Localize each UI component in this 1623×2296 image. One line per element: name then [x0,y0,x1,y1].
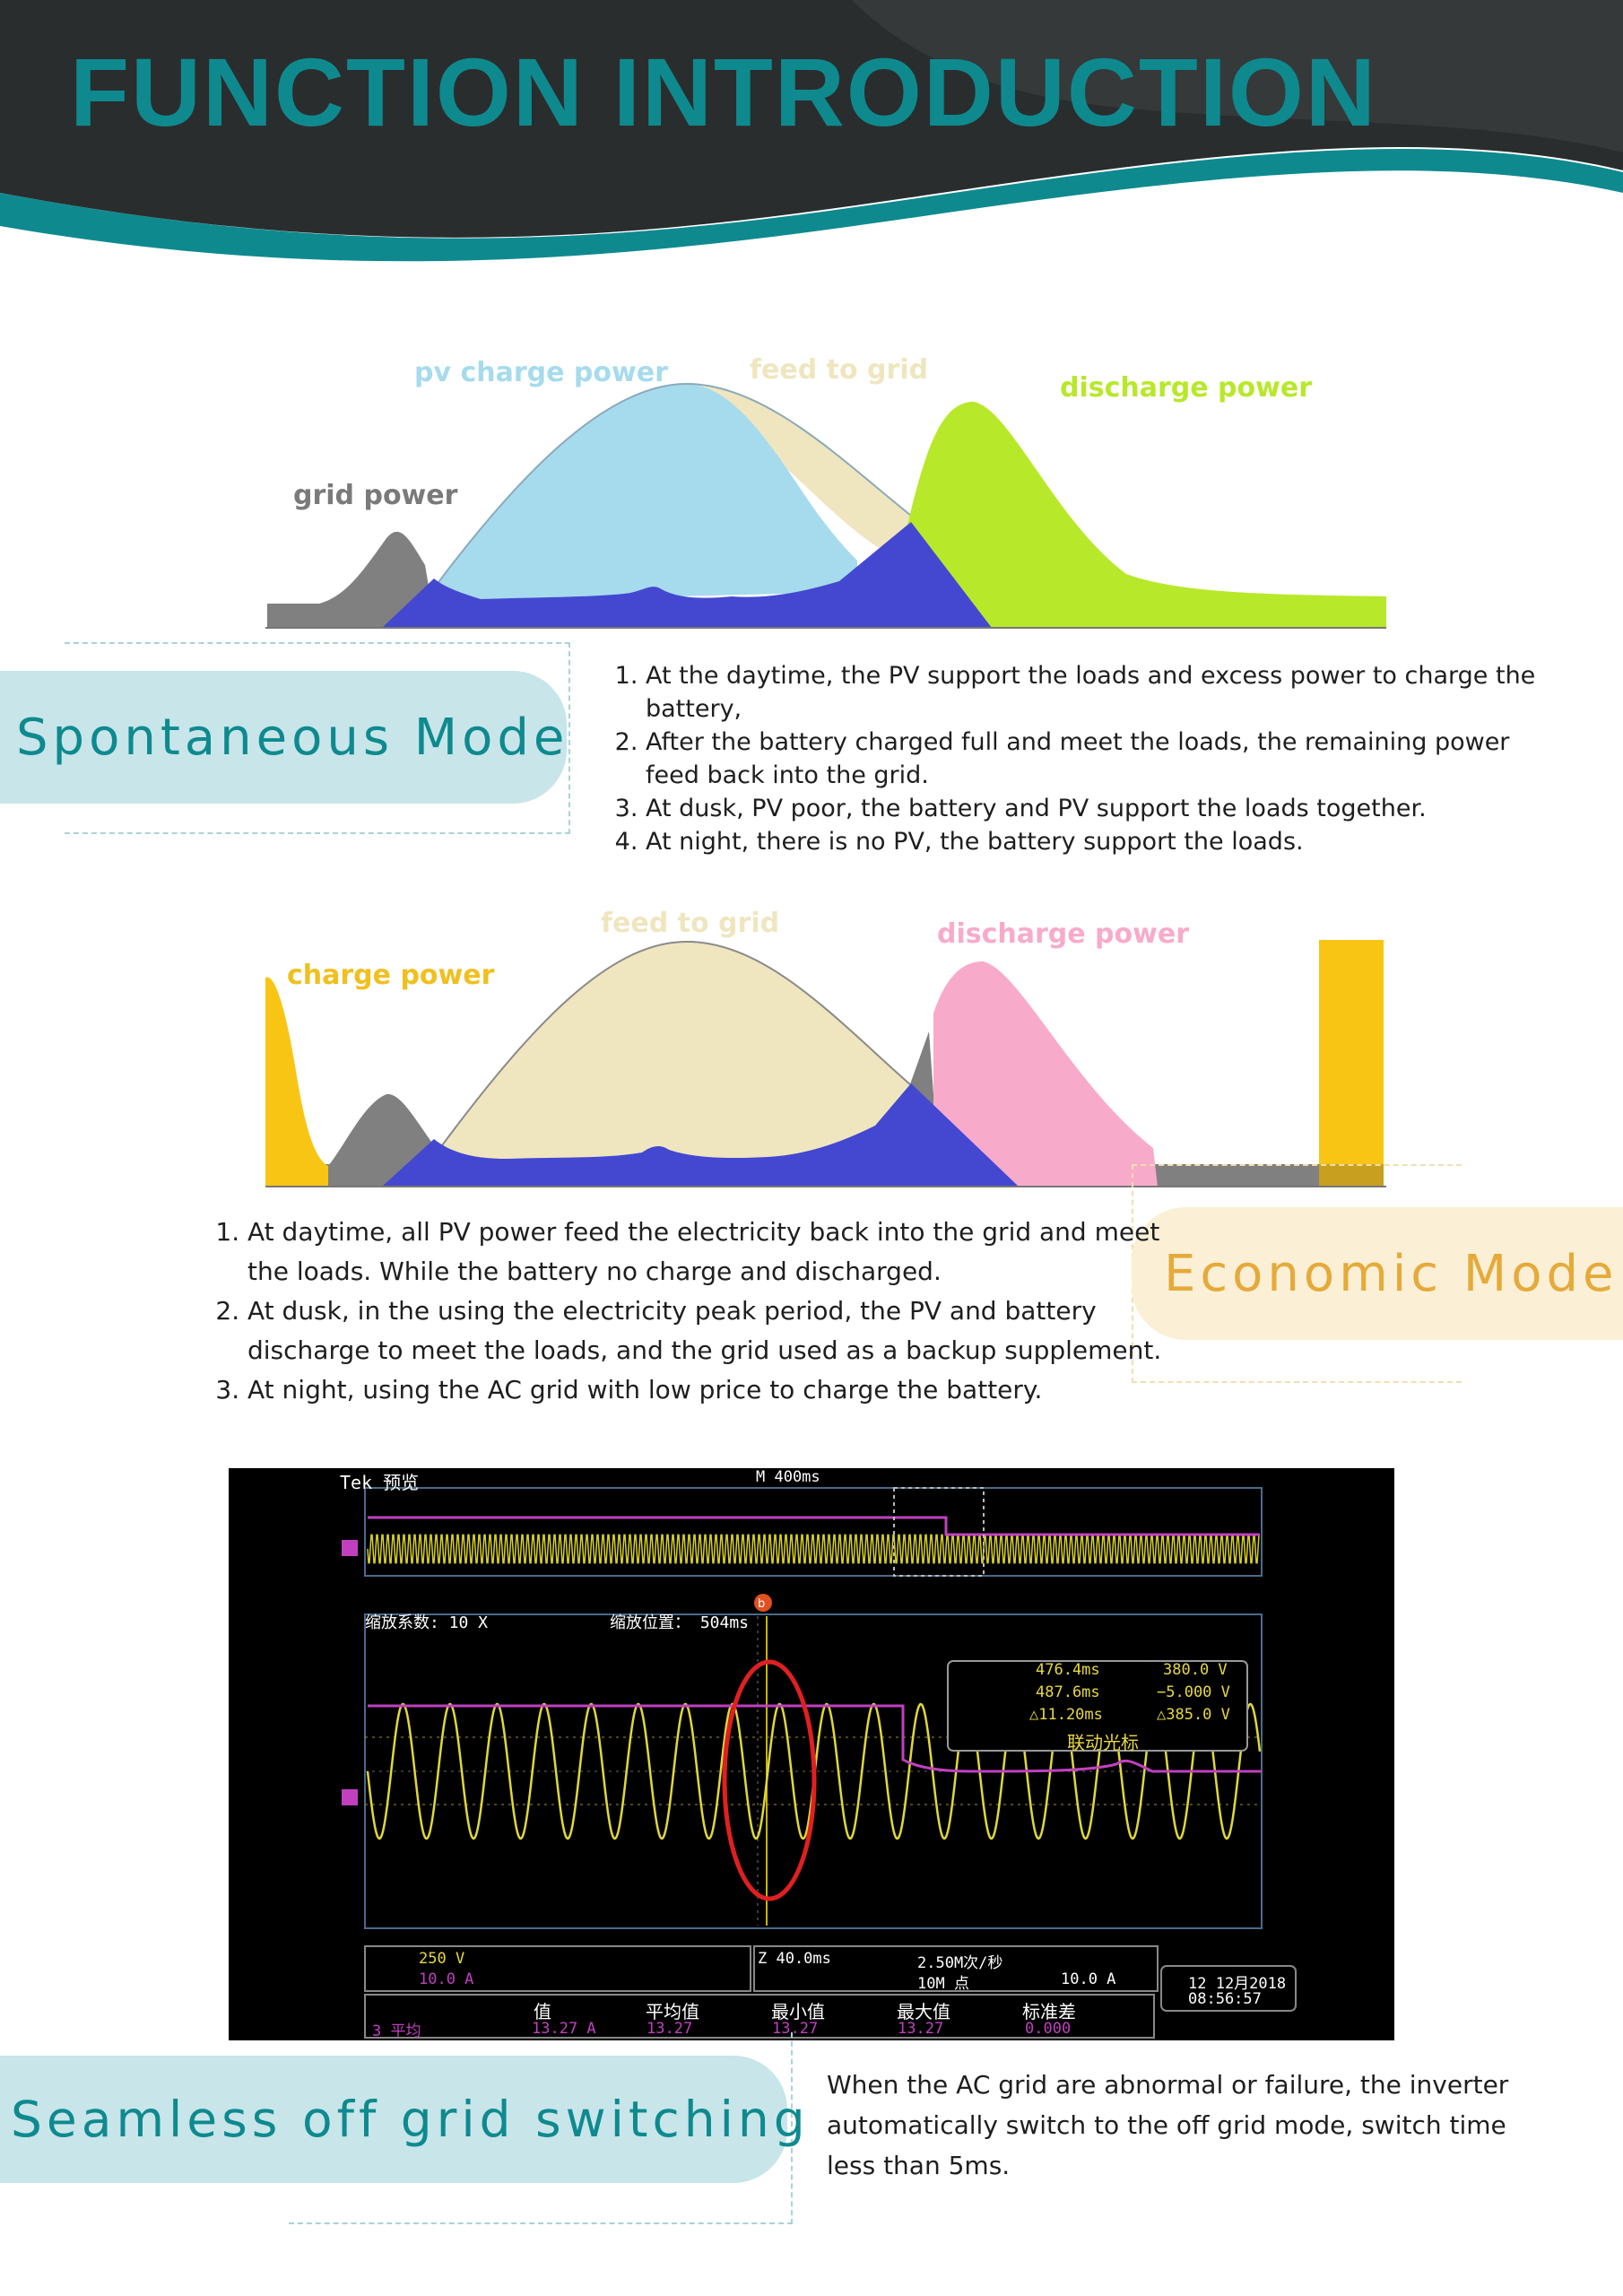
cursor-a-value: 380.0 V [1163,1661,1228,1679]
scope-brand: Tek 预览 [340,1472,420,1493]
page-title: FUNCTION INTRODUCTION [70,38,1377,146]
val-mean: 13.27 [647,2020,693,2038]
header-wave-graphic [0,0,1623,262]
list-item: At dusk, in the using the electricity pe… [247,1292,1198,1370]
spontaneous-mode-title: Spontaneous Mode [16,708,569,767]
spontaneous-mode-pill: Spontaneous Mode [0,671,567,804]
economic-power-diagram [265,940,1386,1187]
economic-mode-pill: Economic Mode [1132,1207,1623,1340]
delta-value: △385.0 V [1157,1706,1230,1724]
delta-time: △11.20ms [1029,1706,1103,1724]
label-discharge-power: discharge power [1060,372,1313,404]
label-feed-to-grid: feed to grid [750,354,929,386]
seamless-mode-pill: Seamless off grid switching [0,2056,805,2183]
ch3-scale: 10.0 A [419,1970,474,1988]
label-discharge-power: discharge power [937,918,1190,950]
cursor-link-label: 联动光标 [1067,1732,1139,1753]
scope-zoom-factor: 缩放系数: 10 X [365,1613,489,1632]
spontaneous-list: At the daytime, the PV support the loads… [604,659,1542,858]
scope-time: 08:56:57 [1188,1990,1262,2008]
svg-text:b: b [758,1597,765,1611]
col-max: 最大值 [897,2001,950,2022]
spontaneous-power-diagram [265,382,1386,629]
scope-date: 12 12月2018 [1188,1975,1287,1993]
list-item: At night, there is no PV, the battery su… [646,825,1542,858]
label-charge-power: charge power [287,960,495,991]
trigger-level: 10.0 A [1061,1970,1116,1988]
col-value: 值 [534,2001,551,2022]
label-feed-to-grid: feed to grid [601,908,780,939]
scope-timebase: M 400ms [756,1468,820,1486]
col-std: 标准差 [1022,2001,1076,2022]
label-pv-charge-power: pv charge power [414,357,668,388]
list-item: At dusk, PV poor, the battery and PV sup… [646,792,1542,825]
label-grid-power: grid power [293,480,458,511]
sample-rate: 2.50M次/秒 [917,1954,1003,1972]
economic-list: At daytime, all PV power feed the electr… [206,1213,1198,1410]
col-min: 最小值 [771,2001,825,2022]
seamless-description: When the AC grid are abnormal or failure… [827,2070,1509,2180]
oscilloscope-screenshot: b Tek 预览 M 400ms 缩放系数: 10 X 缩放位置： 504ms … [229,1468,1394,2040]
cursor-b-time: 487.6ms [1036,1683,1100,1701]
header-banner: FUNCTION INTRODUCTION [0,0,1623,296]
zoom-time: Z 40.0ms [758,1950,831,1968]
economic-mode-title: Economic Mode [1164,1244,1619,1303]
meas-label: 3 平均 [372,2022,421,2040]
col-mean: 平均值 [646,2001,699,2022]
overview-voltage-trace [367,1534,1260,1564]
list-item: After the battery charged full and meet … [646,726,1542,792]
val-min: 13.27 [772,2020,819,2038]
spontaneous-dashed-frame [65,642,570,834]
ch1-scale: 250 V [419,1950,465,1968]
record-length: 10M 点 [917,1975,969,1993]
list-item: At the daytime, the PV support the loads… [646,659,1542,726]
oscilloscope-waveforms: b [342,1487,1297,2039]
scope-zoom-position: 缩放位置： 504ms [610,1613,750,1632]
list-item: At daytime, all PV power feed the electr… [247,1213,1198,1292]
val-std: 0.000 [1025,2020,1072,2038]
seamless-mode-title: Seamless off grid switching [11,2091,810,2148]
cursor-b-value: −5.000 V [1157,1683,1230,1701]
cursor-a-time: 476.4ms [1036,1661,1100,1679]
val-max: 13.27 [898,2020,944,2038]
seamless-dashed-frame [289,2032,793,2224]
list-item: At night, using the AC grid with low pri… [247,1370,1198,1410]
val-value: 13.27 A [532,2020,596,2038]
